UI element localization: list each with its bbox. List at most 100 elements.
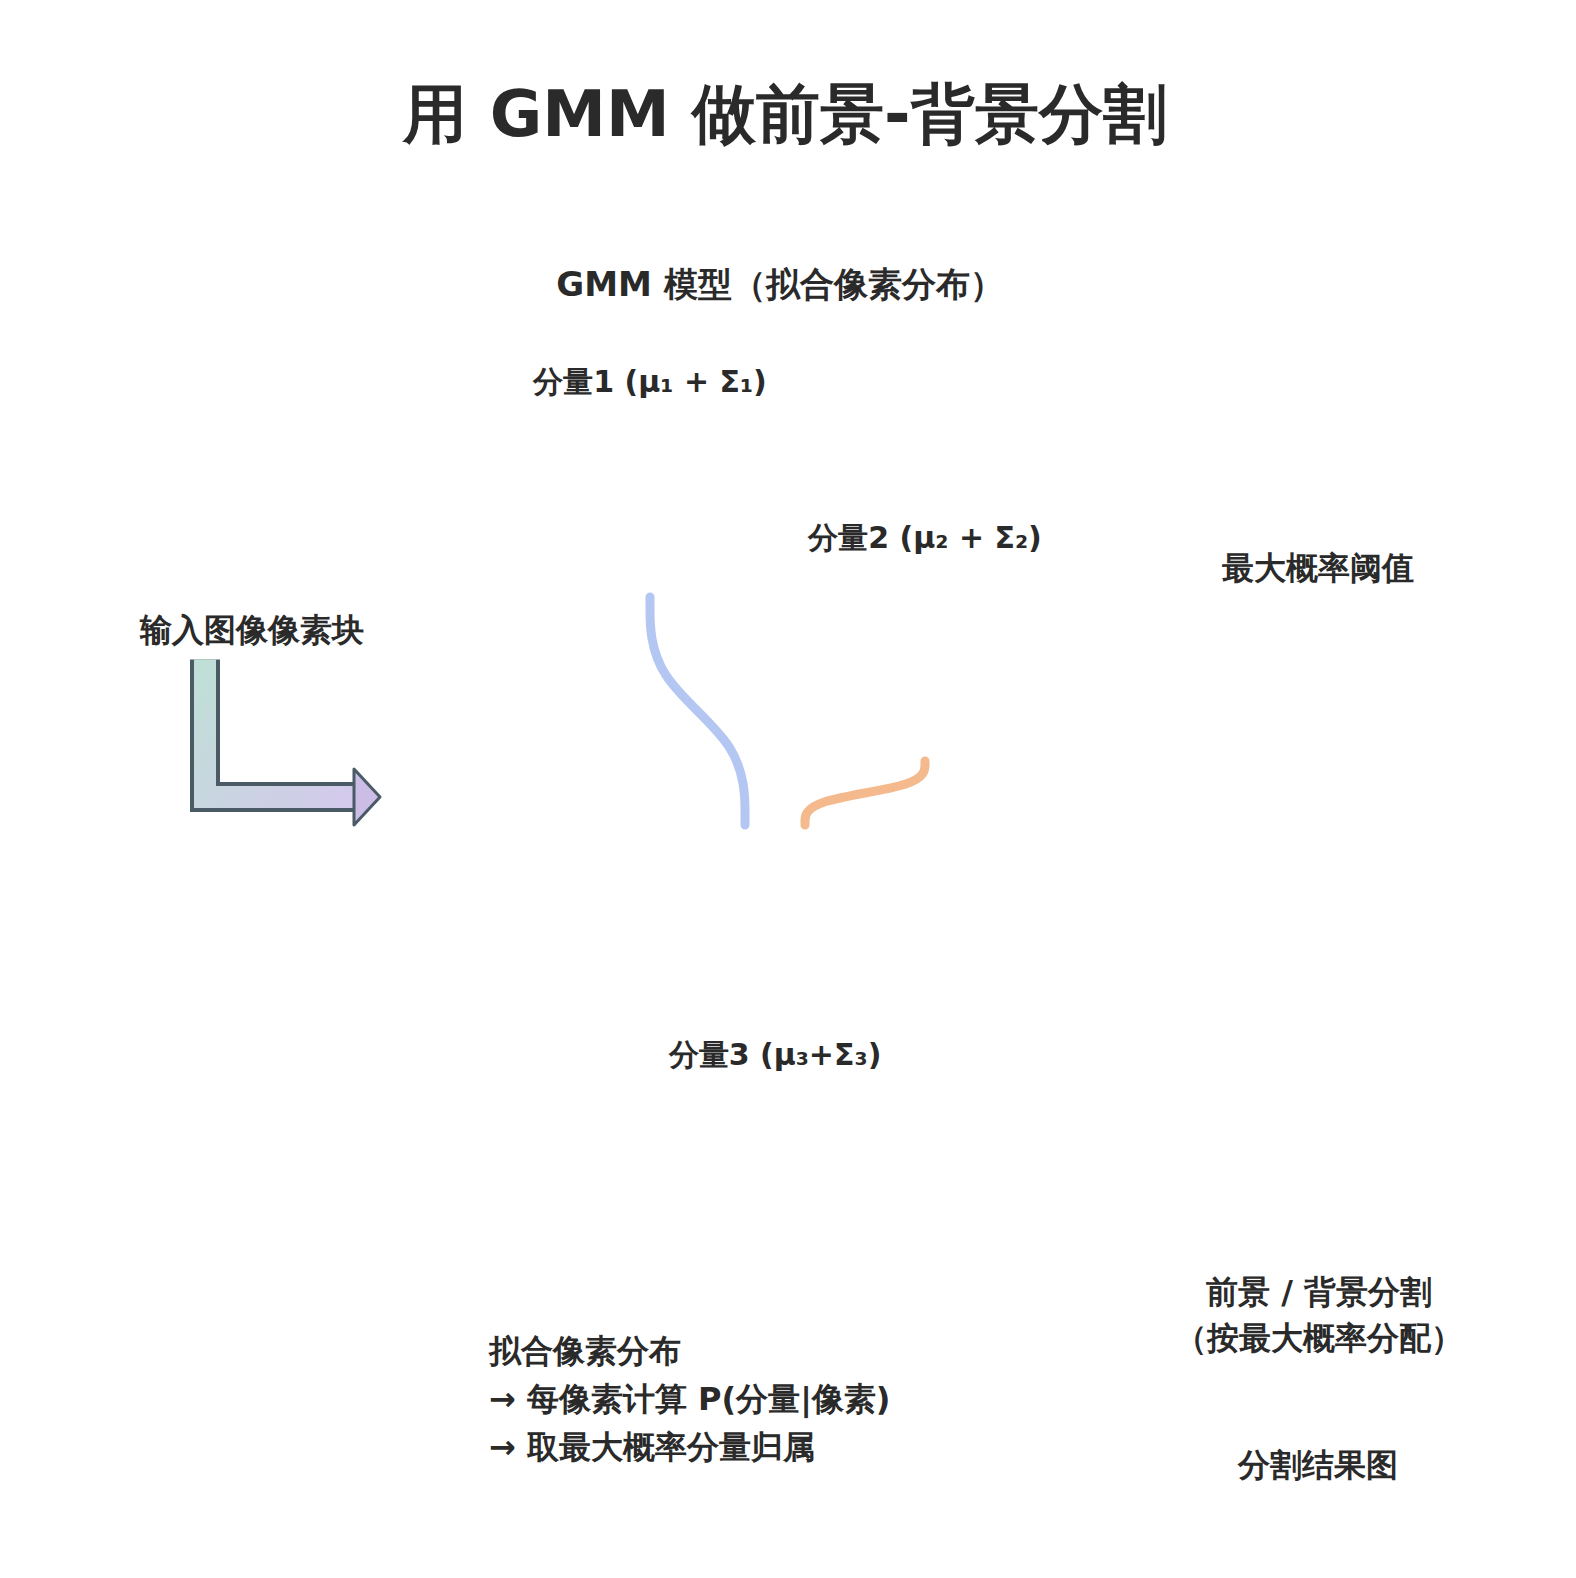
cylinder-shape [455,1087,1105,1159]
bowl-shape [731,991,820,1009]
output-arrows [1100,632,1202,688]
component-bowl: 分量2 (μ₂ + Σ₂) [790,518,1060,761]
robot-mascot [162,1193,228,1259]
output-arrows [1100,714,1202,770]
pixel-grid [1315,740,1335,760]
segmentation-image [1138,893,1498,1251]
bowl-shape [560,407,740,597]
result-panel: 前景 / 背景分割 （按最大概率分配） [1138,893,1500,1362]
cylinder-shape [470,232,1090,1135]
connector [205,660,354,797]
pixel-grid [1355,720,1375,740]
bowl-shape [824,602,1026,727]
bowl-shape [690,880,718,942]
pixel-patch [392,793,440,822]
input-image [72,280,432,283]
component-label: 分量2 (μ₂ + Σ₂) [790,518,1060,557]
pixel-wires [440,598,650,802]
pixel-grid [1235,820,1255,840]
result-caption: 前景 / 背景分割 （按最大概率分配） [1138,1269,1500,1362]
input-image [72,486,432,489]
leader-line [1313,651,1323,661]
cylinder-shape [470,331,1090,333]
pixel-grid [1215,640,1235,660]
pixel-grid [1215,720,1235,740]
cylinder-shape [525,1182,705,1184]
robot-mascot [86,1201,134,1249]
output-arrows [1100,794,1202,850]
legend-caption: 分割结果图 [1168,1445,1468,1487]
robot-mascot [160,1300,305,1430]
pixel-grid [1395,700,1415,720]
threshold-gauge [1318,419,1386,466]
bowl-shape [674,856,876,991]
pixel-patch [392,862,440,912]
pixel-grid [1375,660,1395,680]
legend-swatches [1335,1392,1405,1432]
robot-mascot [187,1217,209,1239]
threshold-gauge [1312,449,1364,519]
component-bowl: 分量3 (μ₃+Σ₃) [640,825,910,1074]
connector [205,660,380,825]
input-image [72,434,432,437]
cylinder-shape [1070,615,1110,885]
pixel-grid [1315,760,1335,780]
input-image [72,331,432,334]
bowl-shape [881,727,970,745]
pixel-grid [1255,640,1275,660]
pixel-grid [1255,760,1275,780]
pixel-grid [1255,740,1275,760]
pixel-grid [1275,680,1295,700]
model-cylinder: GMM 模型（拟合像素分布）分量1 (μ₁ + Σ₁)分量2 (μ₂ + Σ₂)… [380,228,1115,1248]
pixel-grid [1235,800,1255,820]
segmentation-image [1138,893,1498,1251]
pixel-grid [1335,780,1355,800]
pixel-grid [1355,700,1375,720]
pixel-grid [1315,780,1335,800]
cylinder-shape [510,1168,720,1218]
pixel-patch [392,808,440,822]
connector [805,761,925,825]
pixel-grid [1355,800,1375,820]
pixel-grid [1295,760,1315,780]
pixel-wires [440,882,700,905]
threshold-gauge [1308,505,1328,525]
input-image [122,230,125,590]
pixel-grid [1215,660,1235,680]
bowl-shape [660,825,890,1025]
robot-mascot [378,1258,392,1276]
pixel-grid [1375,720,1395,740]
pixel-patch [392,772,440,822]
pixel-grid [1215,640,1415,840]
pixel-grid [1215,800,1235,820]
robot-mascot [134,1320,165,1410]
pixel-grid [1235,740,1255,760]
bowl-shape [759,846,811,866]
bubble-outline [410,1327,457,1365]
bowl-shape [616,575,685,587]
pixel-grid [1335,760,1355,780]
cylinder-shape [450,647,490,947]
pixel-patch [392,772,440,822]
cylinder-shape [768,1198,788,1218]
pixel-grid [1335,700,1355,720]
title-slot: 用 GMM 做前景-背景分割 [42,38,1528,192]
pixel-grid [1335,820,1355,840]
threshold-gauge [1222,447,1269,515]
pixel-grid [1295,720,1315,740]
component-label: 分量3 (μ₃+Σ₃) [640,1035,910,1074]
threshold-gauge [1222,419,1414,525]
pixel-patch [392,701,440,729]
speech-bubble: 拟合像素分布→ 每像素计算 P(分量|像素)→ 取最大概率分量归属 [455,1305,1000,1495]
leader-line [1313,600,1323,661]
label-slot: 最大概率阈值 [1168,548,1468,590]
result-arrow [1395,685,1505,795]
connector [205,660,354,797]
pixel-patch [392,678,440,728]
pixel-grid [1255,800,1275,820]
output-arrows [1100,632,1202,850]
pixel-grid [1295,660,1315,680]
pixel-grid [1255,660,1275,680]
